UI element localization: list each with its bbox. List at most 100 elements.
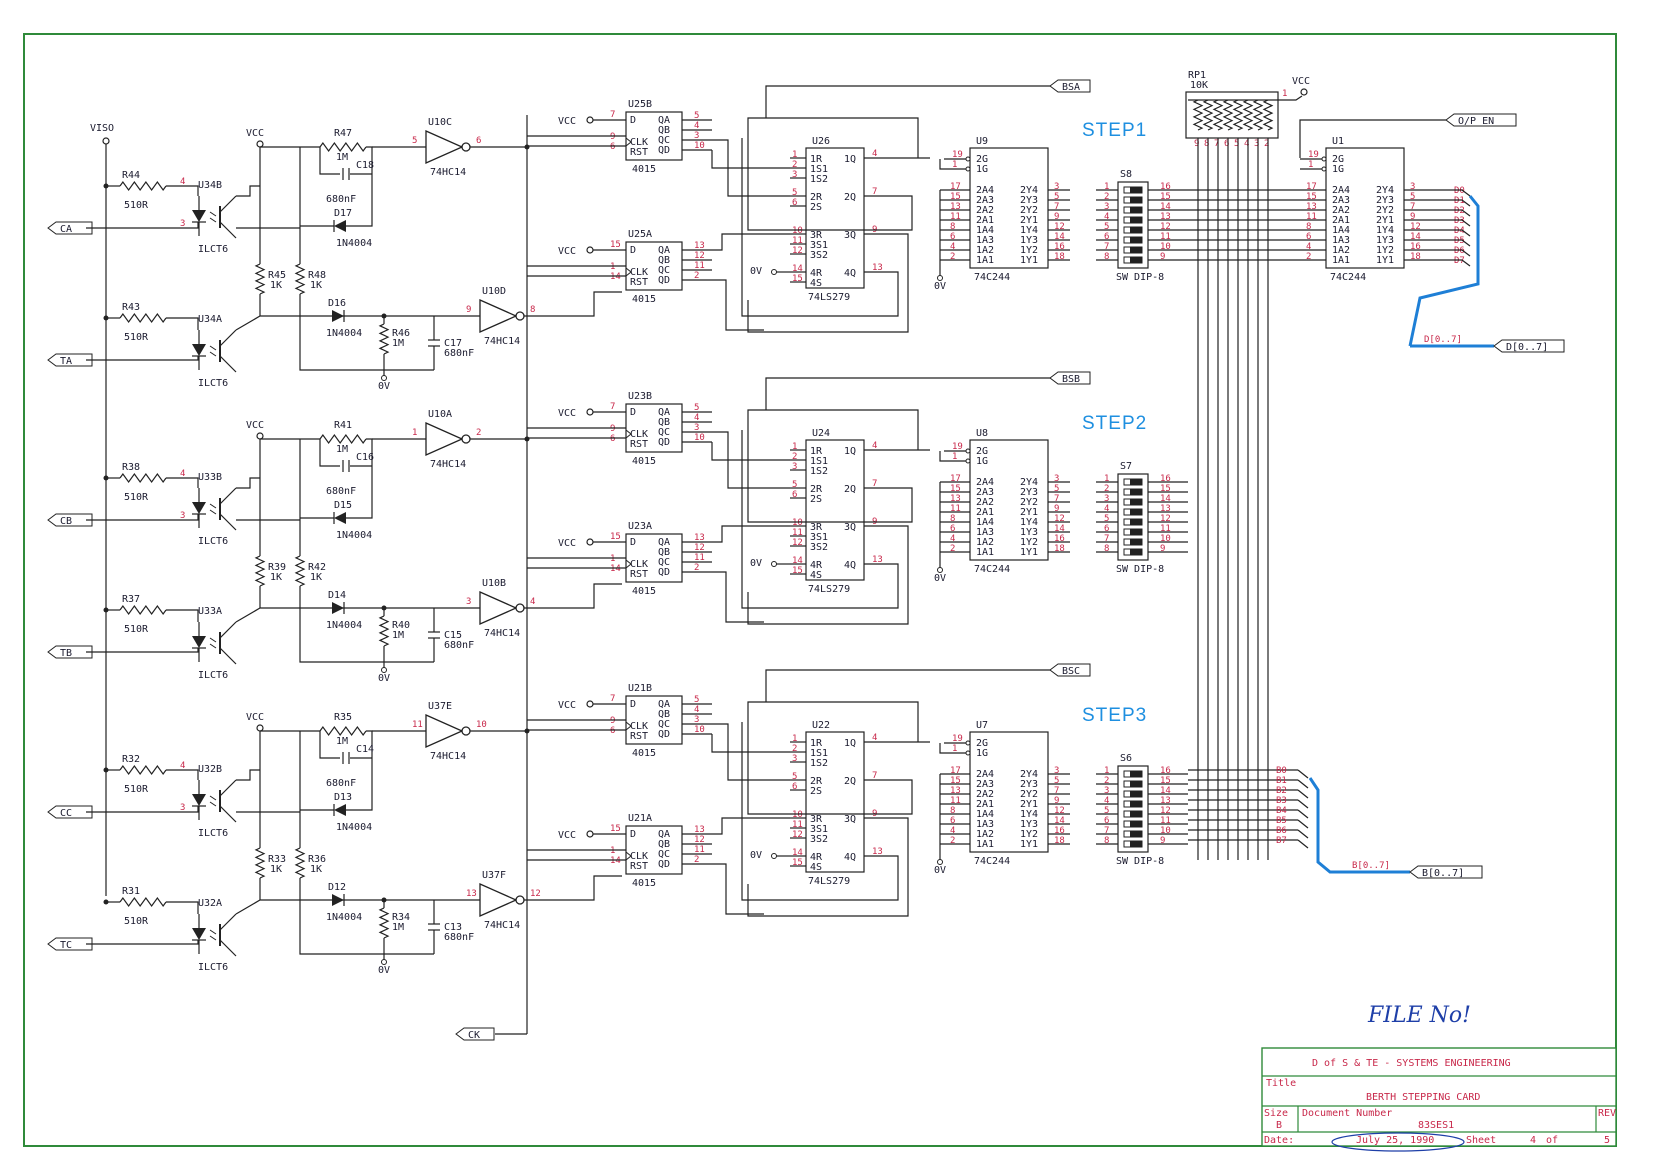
pin-number: 13 bbox=[872, 263, 883, 273]
dip-switch-lever bbox=[1130, 841, 1142, 847]
pullup-resistor bbox=[254, 555, 266, 587]
port-flag bbox=[1049, 79, 1091, 93]
pin-number: 19 bbox=[1308, 150, 1319, 160]
pin-number: 10 bbox=[476, 720, 487, 730]
inverter-ref: U10B bbox=[482, 578, 506, 589]
wire bbox=[1426, 199, 1471, 207]
vcc-node bbox=[586, 116, 594, 124]
sr-latch: U2674LS2791R11S121S232R52S63R103S1113S21… bbox=[790, 136, 888, 303]
dip-body bbox=[1117, 473, 1149, 561]
resistor-value: 510R bbox=[124, 916, 149, 927]
pin-number: 4 bbox=[872, 733, 877, 743]
capacitor-ref: C17 bbox=[444, 338, 462, 349]
pin-number: 2 bbox=[1104, 192, 1109, 202]
wire bbox=[712, 431, 790, 489]
pin-number: 14 bbox=[1054, 816, 1065, 826]
vcc-label: VCC bbox=[558, 408, 576, 419]
transistor-emitter bbox=[219, 513, 237, 531]
capacitor-value: 680nF bbox=[326, 194, 356, 205]
ff-pin-label: CLK bbox=[630, 267, 648, 278]
port-label: TC bbox=[60, 940, 72, 951]
pin-number: 13 bbox=[872, 847, 883, 857]
ground-symbol: 0V bbox=[378, 954, 390, 976]
dip-switch-lever bbox=[1130, 791, 1142, 797]
wire bbox=[1426, 189, 1471, 197]
ground-label: 0V bbox=[934, 865, 946, 876]
bs-port: BSB bbox=[1049, 371, 1091, 385]
ff-type: 4015 bbox=[632, 164, 656, 175]
ff-pin-label: QC bbox=[658, 557, 670, 568]
pin-number: 10 bbox=[1160, 242, 1171, 252]
port-label: O/P EN bbox=[1458, 116, 1494, 127]
of-label: of bbox=[1546, 1135, 1558, 1146]
buffer-pin-label: 2A3 bbox=[976, 487, 994, 498]
diode-body bbox=[334, 220, 346, 232]
pin-number: 17 bbox=[1306, 182, 1317, 192]
inversion-bubble bbox=[965, 740, 971, 746]
pack-resistor bbox=[1192, 99, 1204, 131]
buffer-pin-label: 2A4 bbox=[1332, 185, 1350, 196]
pin-number: 6 bbox=[610, 142, 615, 152]
diode-body bbox=[334, 804, 346, 816]
pin-number: 15 bbox=[792, 566, 803, 576]
buffer-pin-label: 2Y1 bbox=[1020, 507, 1038, 518]
wire bbox=[712, 233, 790, 251]
output-signal: D5 bbox=[1454, 236, 1465, 246]
inverter-bubble bbox=[515, 895, 525, 905]
pin-number: 3 bbox=[180, 511, 185, 521]
dip-switch-lever bbox=[1130, 237, 1142, 243]
vcc-label: VCC bbox=[1292, 76, 1310, 87]
diode-ref: D17 bbox=[334, 208, 352, 219]
wire bbox=[747, 817, 909, 917]
pin-number: 15 bbox=[1160, 192, 1171, 202]
port-flag bbox=[1445, 113, 1517, 127]
inverter-bubble bbox=[515, 603, 525, 613]
buffer-pin-label: 2Y2 bbox=[1020, 205, 1038, 216]
buffer-pin-label: 2G bbox=[976, 446, 988, 457]
ff-pin-label: QB bbox=[658, 125, 670, 136]
pin-number: 5 bbox=[1054, 776, 1059, 786]
pin-number: 5 bbox=[1104, 806, 1109, 816]
wire bbox=[1297, 809, 1309, 819]
sheet-number: 4 bbox=[1530, 1135, 1536, 1146]
junction-dot bbox=[103, 183, 109, 189]
resistor-ref: R40 bbox=[392, 620, 410, 631]
buffer-pin-label: 1Y3 bbox=[1020, 819, 1038, 830]
wire bbox=[235, 315, 414, 331]
pin-number: 10 bbox=[1160, 826, 1171, 836]
dip-switch-lever bbox=[1130, 831, 1142, 837]
inverter-triangle bbox=[425, 713, 464, 749]
ground-symbol: 0V bbox=[378, 662, 390, 684]
size-label: Size bbox=[1264, 1108, 1288, 1119]
resistor-value: 1M bbox=[392, 922, 404, 933]
ff-pin-label: RST bbox=[630, 731, 648, 742]
pin-number: 3 bbox=[1104, 202, 1109, 212]
wire bbox=[1426, 249, 1471, 257]
pin-number: 4 bbox=[180, 469, 185, 479]
opto-type: ILCT6 bbox=[198, 962, 228, 973]
ground-node bbox=[937, 859, 943, 865]
inversion-bubble bbox=[965, 750, 971, 756]
capacitor-ref: C18 bbox=[356, 160, 374, 171]
pin-number: 9 bbox=[1410, 212, 1415, 222]
latch-ref: U26 bbox=[812, 136, 830, 147]
pin-number: 19 bbox=[952, 150, 963, 160]
feedback-capacitor bbox=[342, 168, 350, 180]
wire bbox=[166, 185, 199, 196]
pin-number: 12 bbox=[1160, 514, 1171, 524]
resistor-ref: R37 bbox=[122, 594, 140, 605]
b-signal: B3 bbox=[1276, 796, 1287, 806]
buffer-pin-label: 1Y3 bbox=[1376, 235, 1394, 246]
pin-number: 13 bbox=[1160, 796, 1171, 806]
wire bbox=[712, 525, 790, 543]
pin-number: 1 bbox=[952, 160, 957, 170]
pin-number: 1 bbox=[952, 452, 957, 462]
inverter-ref: U10A bbox=[428, 409, 452, 420]
pin-number: 11 bbox=[950, 504, 961, 514]
resistor-value: 1M bbox=[392, 338, 404, 349]
wire bbox=[166, 901, 199, 914]
pin-number: 17 bbox=[950, 474, 961, 484]
buffer-pin-label: 1G bbox=[976, 164, 988, 175]
